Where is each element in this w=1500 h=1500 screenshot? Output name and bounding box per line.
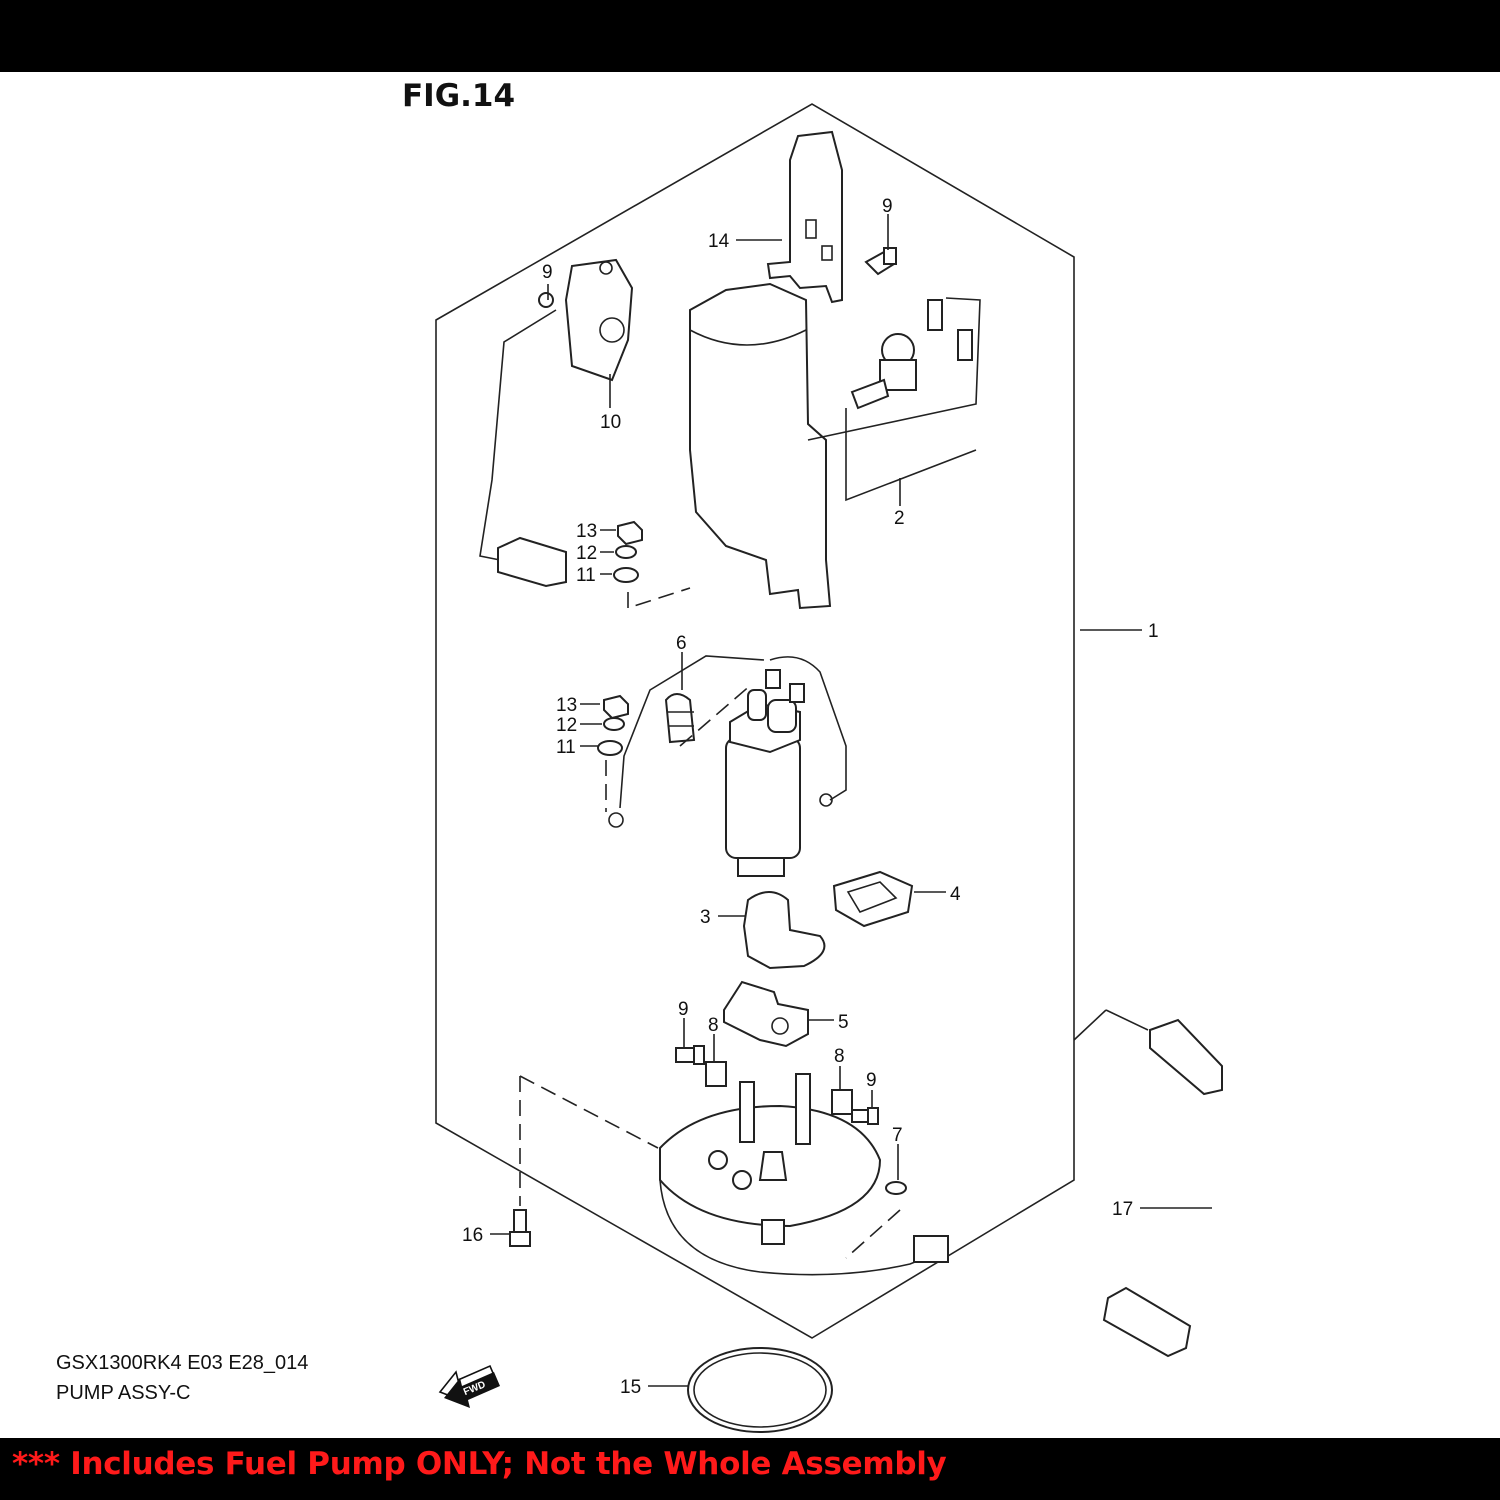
guide-line (679, 683, 753, 747)
part-bolt-16 (509, 1209, 531, 1247)
part-pump-housing (689, 282, 981, 610)
diagram-model-code: GSX1300RK4 E03 E28_014 (56, 1352, 309, 1374)
callout-12-lower: 12 (556, 715, 577, 736)
callout-14: 14 (708, 231, 730, 252)
part-bolt-top-right (864, 247, 897, 276)
part-washer-7 (885, 1181, 907, 1195)
callout-9-top-right: 9 (882, 196, 893, 217)
callout-7: 7 (892, 1125, 903, 1146)
callout-9-bottom-right: 9 (866, 1070, 877, 1091)
part-nut-set-lower (597, 694, 629, 756)
top-border-bar (0, 0, 1500, 72)
callout-5: 5 (838, 1012, 849, 1033)
callout-8-right: 8 (834, 1046, 845, 1067)
callout-2: 2 (894, 508, 905, 529)
callout-10: 10 (600, 412, 621, 433)
callout-11-lower: 11 (556, 737, 576, 758)
fwd-arrow-icon: FWD (438, 1364, 500, 1408)
part-nut-set-upper (613, 520, 643, 583)
callout-15: 15 (620, 1377, 641, 1398)
callout-8-left: 8 (708, 1015, 719, 1036)
callout-9-bottom-left: 9 (678, 999, 689, 1020)
callout-13-upper: 13 (576, 521, 597, 542)
part-bracket (766, 130, 843, 304)
part-bolt-clip-left (675, 1045, 727, 1087)
part-bolt-clip-right (831, 1089, 879, 1125)
callout-3: 3 (700, 907, 711, 928)
part-fuel-hose (1073, 1009, 1260, 1358)
part-fuel-level-sender (479, 258, 634, 588)
callout-1: 1 (1148, 621, 1159, 642)
part-gasket-ring (687, 1347, 833, 1433)
bottom-banner-bar (0, 1438, 1500, 1500)
figure-title: FIG.14 (402, 78, 516, 114)
part-flange-plate (659, 1073, 949, 1276)
callout-17: 17 (1112, 1199, 1133, 1220)
callout-12-upper: 12 (576, 543, 597, 564)
callout-4: 4 (950, 884, 961, 905)
part-fuel-pump (608, 655, 847, 877)
disclaimer-banner: *** Includes Fuel Pump ONLY; Not the Who… (12, 1446, 947, 1482)
assembly-outline (435, 103, 1075, 1339)
guide-line (845, 1209, 901, 1259)
callout-11-upper: 11 (576, 565, 596, 586)
callout-13-lower: 13 (556, 695, 577, 716)
callout-9-top-left: 9 (542, 262, 553, 283)
part-clip-plate (723, 980, 809, 1048)
diagram-assembly-name: PUMP ASSY-C (56, 1382, 191, 1404)
guide-line (519, 1075, 659, 1149)
guide-line (627, 587, 691, 610)
part-pump-holder (742, 870, 914, 970)
callout-6: 6 (676, 633, 687, 654)
callout-16: 16 (462, 1225, 483, 1246)
